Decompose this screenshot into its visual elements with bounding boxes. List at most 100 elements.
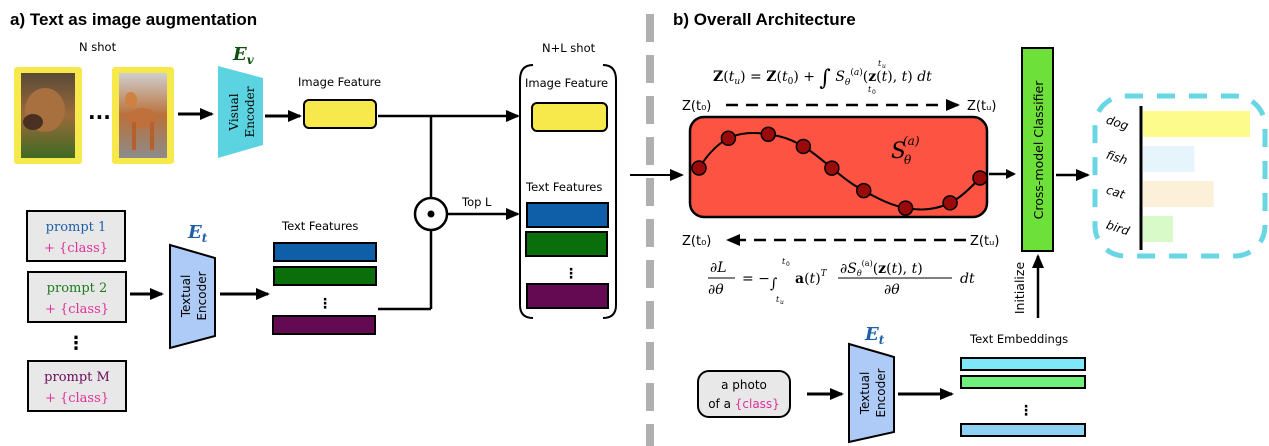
bar-label-cat: cat (1104, 183, 1127, 202)
svg-text:t: t (782, 257, 786, 266)
backward-start-label: Z(t₀) (682, 234, 711, 249)
prompt-template-line2: of a {class} (708, 397, 780, 411)
backward-end-label: Z(tᵤ) (970, 234, 999, 249)
visual-encoder-label-2: Encoder (243, 86, 257, 137)
embeddings-vdots: ⋮ (1019, 403, 1033, 419)
prompt-box-2: prompt 2 + {class} (27, 271, 127, 323)
bar-label-bird: bird (1104, 218, 1131, 239)
prompt-template-box (697, 370, 791, 418)
prompt-template-line1: a photo (721, 378, 767, 392)
svg-text:prompt 2: prompt 2 (47, 281, 108, 296)
bar-label-fish: fish (1104, 148, 1129, 168)
textual-encoder-label-1: Textual (179, 275, 193, 319)
ode-point (855, 182, 872, 199)
nl-bracket-right (602, 64, 617, 319)
n-shot-label: N shot (79, 40, 117, 54)
image-feature-label: Image Feature (298, 75, 381, 89)
svg-text:= −: = − (742, 271, 770, 287)
svg-text:(a): (a) (903, 134, 920, 148)
ode-trajectory (698, 132, 981, 211)
svg-text:prompt M: prompt M (44, 370, 110, 385)
ode-point (824, 160, 840, 176)
image-feature-box (303, 99, 377, 129)
text-embedding-2 (960, 375, 1086, 389)
ode-point (972, 170, 988, 186)
nl-image-feature-label: Image Feature (525, 76, 608, 90)
bar-label-dog: dog (1104, 113, 1130, 133)
prompt-box-m: prompt M + {class} (27, 360, 127, 412)
nl-text-feature-2 (525, 231, 608, 257)
prompts-vdots: ⋮ (67, 333, 85, 354)
svg-text:∂θ: ∂θ (708, 282, 724, 298)
text-features-vdots: ⋮ (318, 296, 332, 312)
textual-encoder-b-symbol: Et (864, 324, 885, 347)
ode-points (691, 126, 988, 216)
svg-text:∂Sθ(a)(z(t), t): ∂Sθ(a)(z(t), t) (840, 259, 923, 278)
ode-label: S θ (a) (891, 134, 920, 167)
svg-text:∫: ∫ (770, 276, 777, 292)
dot-product-operator (413, 196, 449, 232)
textual-encoder-b-label-1: Textual (858, 372, 872, 416)
chart-bars (1143, 111, 1250, 242)
chart-labels: dog fish cat bird (1104, 113, 1131, 239)
forward-end-label: Z(tᵤ) (967, 99, 996, 114)
forward-start-label: Z(t₀) (682, 99, 711, 114)
text-embedding-n (960, 423, 1086, 437)
svg-text:u: u (882, 63, 886, 70)
textual-encoder-symbol: Et (187, 222, 208, 245)
prompt-box-1: prompt 1 + {class} (26, 210, 126, 262)
svg-text:∂L: ∂L (710, 260, 727, 276)
nl-text-feature-1 (526, 202, 609, 228)
bar-bird (1143, 216, 1173, 242)
panel-a-title: a) Text as image augmentation (10, 10, 257, 29)
svg-text:θ: θ (904, 153, 912, 167)
panel-b-title: b) Overall Architecture (673, 10, 856, 29)
initialize-label: Initialize (1012, 262, 1027, 315)
ode-point (942, 195, 958, 211)
classifier-label: Cross-model Classifier (1031, 80, 1046, 220)
nl-text-vdots: ⋮ (564, 266, 578, 282)
svg-text:0: 0 (872, 89, 876, 96)
svg-text:t: t (776, 295, 780, 304)
text-feature-1 (273, 242, 377, 262)
ode-point (897, 200, 914, 216)
svg-text:prompt 1: prompt 1 (46, 220, 107, 235)
svg-text:+ {class}: + {class} (45, 391, 109, 406)
svg-text:S: S (891, 139, 906, 164)
ode-point (691, 160, 707, 176)
svg-text:u: u (780, 299, 784, 306)
dog-image-2 (112, 67, 174, 164)
ode-point (795, 138, 812, 155)
output-frame (1092, 93, 1268, 259)
nl-text-features-label: Text Features (525, 180, 602, 194)
nl-bracket-left (519, 64, 534, 319)
ode-point (760, 126, 777, 142)
svg-text:dt: dt (960, 271, 975, 287)
images-ellipsis: ··· (88, 105, 111, 129)
ode-point (720, 130, 737, 147)
textual-encoder-b-label-2: Encoder (874, 368, 888, 417)
svg-text:0: 0 (786, 261, 790, 268)
nl-image-feature-box (531, 102, 608, 132)
top-l-label: Top L (461, 195, 492, 209)
text-features-label: Text Features (281, 219, 358, 233)
dog-image-1 (14, 67, 82, 164)
bar-fish (1143, 146, 1195, 172)
svg-text:Z(tu) = Z(t0) + ∫ Sθ(a)(z(t),: Z(tu) = Z(t0) + ∫ Sθ(a)(z(t), t) dt (713, 66, 932, 91)
text-feature-2 (273, 266, 377, 286)
textual-encoder-label-2: Encoder (195, 271, 209, 320)
text-embedding-1 (960, 357, 1086, 371)
nl-text-feature-m (526, 283, 609, 309)
svg-text:+ {class}: + {class} (44, 241, 108, 256)
bar-dog (1143, 111, 1250, 137)
visual-encoder-label-1: Visual (227, 93, 241, 131)
textual-encoder (169, 243, 216, 350)
svg-text:∂θ: ∂θ (884, 282, 900, 298)
cross-model-classifier (1021, 47, 1054, 252)
text-feature-m (272, 315, 376, 335)
svg-text:t: t (868, 85, 872, 94)
text-embeddings-label: Text Embeddings (969, 332, 1068, 346)
